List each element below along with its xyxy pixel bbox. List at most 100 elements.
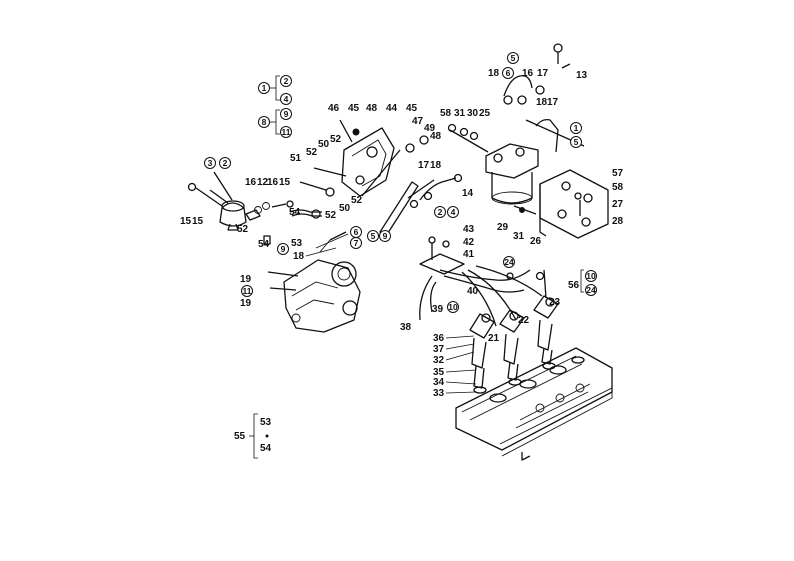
part-label: 17 [547, 97, 559, 108]
part-label: 36 [433, 333, 445, 344]
part-label: 46 [328, 103, 340, 114]
part-label: 58 [440, 108, 452, 119]
callout-label: 4 [451, 207, 456, 217]
part-label: 48 [366, 103, 378, 114]
part-label: 39 [432, 304, 444, 315]
part-label: 37 [433, 344, 445, 355]
callout-label: 8 [262, 117, 267, 127]
callout-label: 7 [354, 238, 359, 248]
part-label: 18 [430, 160, 442, 171]
part-label: 44 [386, 103, 398, 114]
injector-1 [469, 313, 495, 394]
callout-label: 2 [438, 207, 443, 217]
part-label: 34 [433, 377, 445, 388]
part-label: 29 [497, 222, 509, 233]
callout-label: 6 [354, 227, 359, 237]
part-label: 56 [568, 280, 580, 291]
part-label: 45 [406, 103, 418, 114]
part-label: 52 [325, 210, 337, 221]
part-label: 30 [467, 108, 479, 119]
callout-label: 5 [371, 231, 376, 241]
part-label: 16 [522, 68, 534, 79]
part-label: 41 [463, 249, 475, 260]
part-label: 21 [488, 333, 500, 344]
part-label: 52 [306, 147, 318, 158]
part-label: 52 [330, 134, 342, 145]
callout-label: 1 [262, 83, 267, 93]
part-label: 19 [240, 298, 252, 309]
injector-3 [533, 269, 559, 370]
part-label: 23 [549, 297, 561, 308]
part-label: 31 [513, 231, 525, 242]
callout-label: 10 [586, 271, 596, 281]
part-label: 15 [279, 177, 291, 188]
part-label: 54 [289, 207, 301, 218]
part-label: 55 [234, 431, 246, 442]
part-label: 22 [518, 315, 530, 326]
part-label: 33 [433, 388, 445, 399]
part-label: 52 [351, 195, 363, 206]
kit-legend-55: 55 53 54 [234, 413, 272, 459]
part-label: 32 [433, 355, 445, 366]
callout-label: 4 [284, 94, 289, 104]
part-label: 53 [260, 417, 272, 428]
part-label: 18 [293, 251, 305, 262]
part-label: 15 [192, 216, 204, 227]
callout-label: 9 [383, 231, 388, 241]
injection-pipes [419, 236, 545, 327]
part-label: 38 [400, 322, 412, 333]
part-label: 17 [418, 160, 430, 171]
callout-label: 2 [223, 158, 228, 168]
part-label: 28 [612, 216, 624, 227]
part-label: 49 [424, 123, 436, 134]
part-label: 40 [467, 286, 479, 297]
filter-bracket [513, 169, 609, 239]
bracket-assembly [299, 119, 435, 237]
part-label: 50 [339, 203, 351, 214]
callout-label: 9 [284, 109, 289, 119]
part-label: 58 [612, 182, 624, 193]
bracket-group-left: 1 2 4 8 9 11 [258, 75, 292, 138]
part-label: 18 [488, 68, 500, 79]
part-label: 31 [454, 108, 466, 119]
part-label: 47 [412, 116, 424, 127]
part-label: 43 [463, 224, 475, 235]
part-label: 42 [463, 237, 475, 248]
callout-label: 3 [208, 158, 213, 168]
part-label: 51 [290, 153, 302, 164]
part-label: 54 [260, 443, 272, 454]
part-label: 13 [576, 70, 588, 81]
callout-label: 9 [281, 244, 286, 254]
callout-label: 2 [284, 76, 289, 86]
part-label: 50 [318, 139, 330, 150]
part-label: 53 [291, 238, 303, 249]
fuel-pipe [409, 173, 463, 209]
callout-label: 1 [574, 123, 579, 133]
callout-label: 11 [243, 286, 252, 296]
part-label: 15 [180, 216, 192, 227]
callout-label: 5 [574, 137, 579, 147]
part-label: 52 [237, 224, 249, 235]
part-label: 45 [348, 103, 360, 114]
fuel-filter [447, 123, 539, 205]
feed-pump-assembly [187, 171, 322, 245]
engine-cylinder-head [455, 347, 613, 461]
part-label: 17 [537, 68, 549, 79]
part-label: 35 [433, 367, 445, 378]
callout-label: 24 [586, 285, 596, 295]
part-label: 48 [430, 131, 442, 142]
injection-pump [267, 231, 361, 333]
callout-label: 10 [448, 302, 458, 312]
part-label: 14 [462, 188, 474, 199]
callout-label: 24 [504, 257, 514, 267]
callout-circle [258, 82, 270, 94]
part-label: 26 [530, 236, 542, 247]
part-label: 16 [267, 177, 279, 188]
part-label: 57 [612, 168, 624, 179]
callout-label: 6 [506, 68, 511, 78]
part-label: 19 [240, 274, 252, 285]
part-label: 18 [536, 97, 548, 108]
part-label: 54 [258, 239, 270, 250]
part-label: 25 [479, 108, 491, 119]
